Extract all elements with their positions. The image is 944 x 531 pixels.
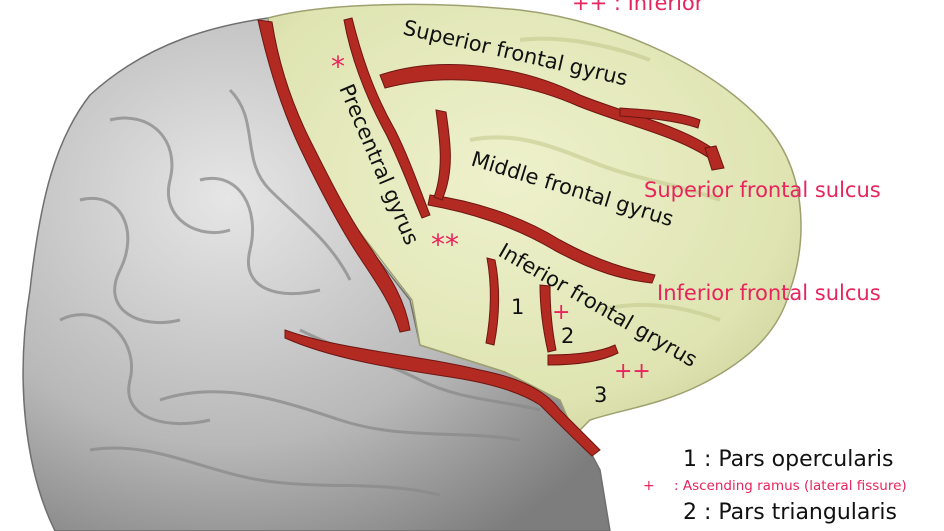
central-sulcus bbox=[257, 19, 411, 333]
precentral-sulcus bbox=[343, 17, 431, 219]
gray-gyri-folds bbox=[59, 88, 541, 497]
inferior-frontal-sulcus-label: Inferior frontal sulcus bbox=[657, 281, 881, 305]
double-star-marker: ** bbox=[431, 228, 459, 261]
legend-line-3: 2 : Pars triangularis bbox=[683, 500, 897, 525]
frontal-gyri-shading bbox=[469, 36, 721, 322]
legend: 1 : Pars opercularis + : Ascending ramus… bbox=[643, 447, 907, 525]
inferior-frontal-sulcus bbox=[427, 194, 656, 284]
legend-line-1: 1 : Pars opercularis bbox=[683, 447, 893, 472]
pars-3-marker: 3 bbox=[594, 383, 607, 407]
pars-2-marker: 2 bbox=[561, 324, 574, 348]
minor-sulci bbox=[433, 107, 725, 366]
plus-marker: + bbox=[552, 300, 570, 325]
superior-frontal-sulcus-label: Superior frontal sulcus bbox=[644, 178, 881, 202]
legend-line-2-text: : Ascending ramus (lateral fissure) bbox=[674, 478, 907, 494]
single-star-marker: * bbox=[331, 50, 345, 83]
lateral-fissure bbox=[284, 329, 601, 457]
top-caption: ++ : Inferior bbox=[572, 0, 704, 15]
pars-1-marker: 1 bbox=[511, 295, 524, 319]
double-plus-marker: ++ bbox=[614, 359, 651, 384]
legend-line-2-symbol: + bbox=[643, 478, 655, 494]
